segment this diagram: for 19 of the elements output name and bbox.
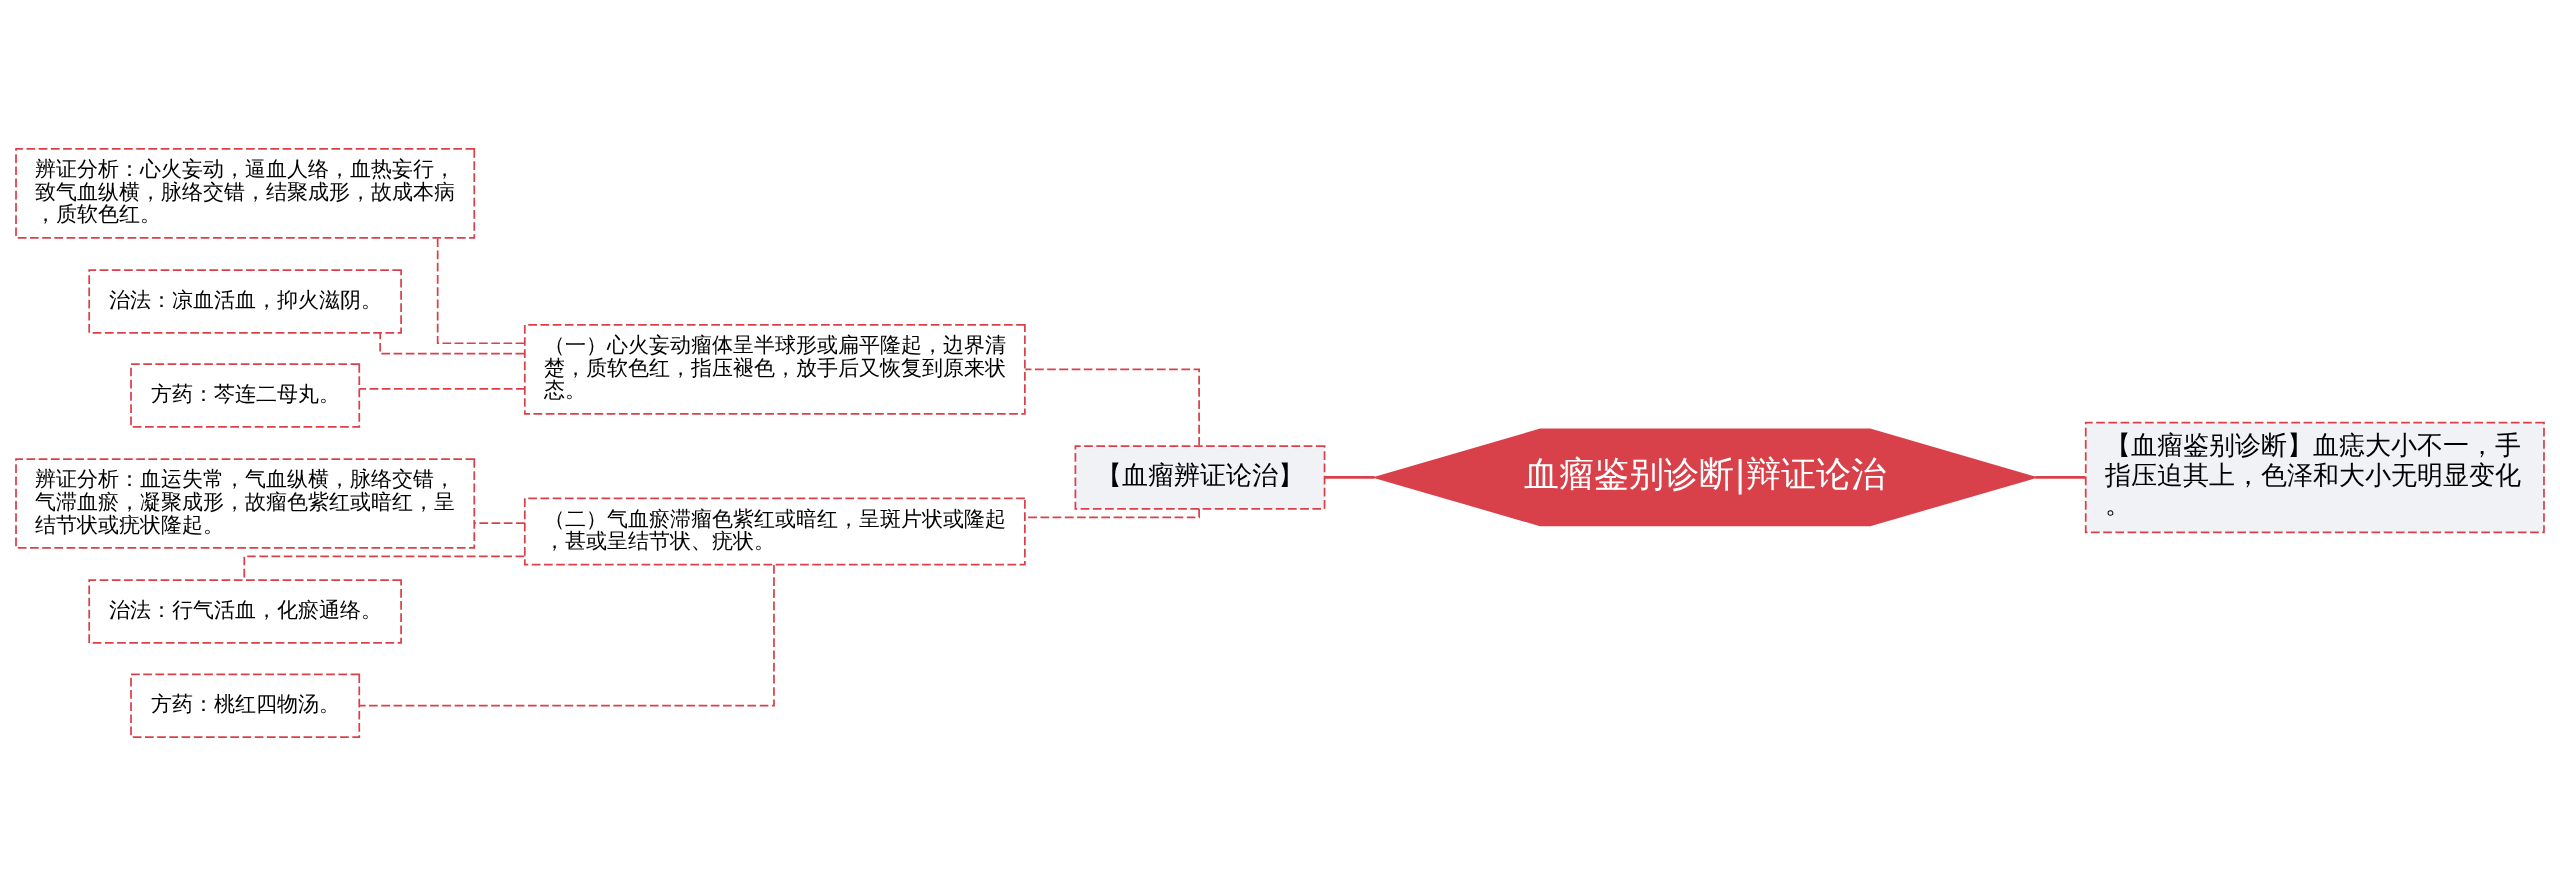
connector — [1024, 368, 1200, 447]
node-box: 【血瘤鉴别诊断】血痣大小不一，手指压迫其上，色泽和大小无明显变化。 — [2084, 421, 2545, 534]
node-box: 【血瘤辨证论治】 — [1074, 445, 1326, 510]
connector — [379, 332, 526, 355]
node-box: （一）心火妄动瘤体呈半球形或扁平隆起，边界清楚，质软色红，指压褪色，放手后又恢复到原来状态。 — [523, 324, 1026, 415]
node-box: 辨证分析：心火妄动，逼血人络，血热妄行，致气血纵横，脉络交错，结聚成形，故成本病，质软色红。 — [15, 148, 476, 239]
connector — [1325, 476, 1375, 479]
connector — [436, 237, 526, 345]
node-box: 治法：行气活血，化瘀通络。 — [88, 579, 402, 644]
node-box: 方药：芩连二母丸。 — [130, 363, 361, 428]
connector — [474, 522, 526, 524]
connector — [359, 564, 775, 707]
node-box: 治法：凉血活血，抑火滋阴。 — [88, 269, 402, 334]
connector — [358, 388, 526, 390]
connector — [243, 555, 526, 581]
node-box: 方药：桃红四物汤。 — [130, 673, 361, 738]
connector — [2035, 476, 2086, 479]
node-box: （二）气血瘀滞瘤色紫红或暗红，呈斑片状或隆起，甚或呈结节状、疣状。 — [523, 497, 1026, 566]
node-box: 辨证分析：血运失常，气血纵横，脉络交错，气滞血瘀，凝聚成形，故瘤色紫红或暗红，呈结节状或疣状隆起。 — [15, 458, 476, 549]
